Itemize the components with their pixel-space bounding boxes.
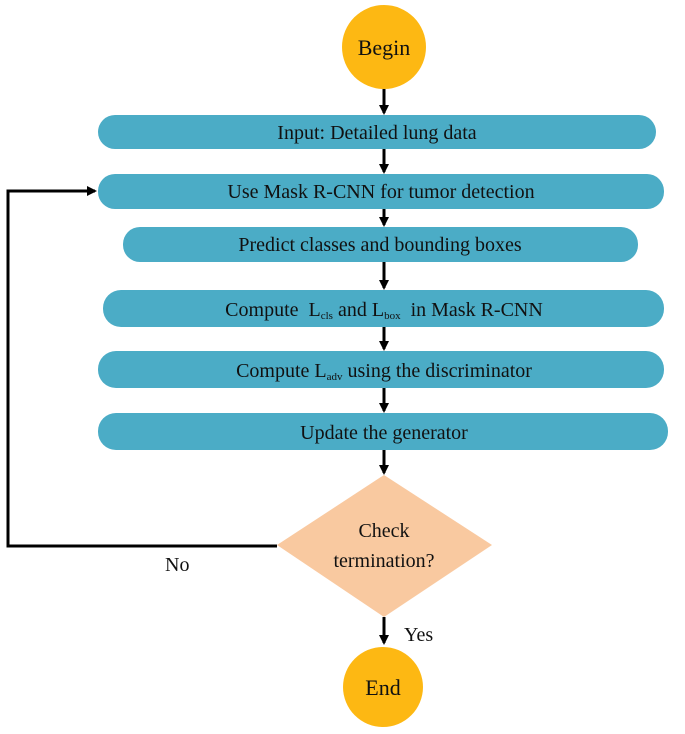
mask-box (98, 174, 664, 209)
arrow-no-loop (6, 186, 277, 548)
adv-box (98, 351, 664, 388)
loss-l2-sub: box (384, 310, 401, 322)
predict-node: Predict classes and bounding boxes (123, 227, 638, 262)
check-label-line1: Check (358, 520, 409, 542)
no-label: No (165, 554, 189, 576)
begin-circle (342, 5, 426, 89)
predict-label: Predict classes and bounding boxes (238, 234, 521, 256)
update-box (98, 413, 668, 450)
input-box (98, 115, 656, 149)
loss-suffix: in Mask R-CNN (401, 299, 543, 321)
input-label: Input: Detailed lung data (277, 122, 477, 144)
adv-label: Compute Ladv using the discriminator (236, 360, 532, 383)
loss-label: Compute Lcls and Lbox in Mask R-CNN (225, 299, 543, 322)
loss-box (103, 290, 664, 327)
update-node: Update the generator (98, 413, 668, 450)
end-label: End (365, 675, 400, 700)
loss-l2: L (372, 299, 384, 321)
loss-node: Compute Lcls and Lbox in Mask R-CNN (103, 290, 664, 327)
loss-l1-sub: cls (321, 310, 333, 322)
adv-prefix: Compute (236, 360, 314, 382)
check-node: Check termination? (277, 475, 492, 617)
update-label: Update the generator (300, 422, 468, 444)
end-circle (343, 647, 423, 727)
adv-l-sub: adv (327, 371, 343, 383)
input-node: Input: Detailed lung data (98, 115, 656, 149)
mask-label: Use Mask R-CNN for tumor detection (227, 181, 534, 203)
adv-node: Compute Ladv using the discriminator (98, 351, 664, 388)
check-label-line2: termination? (333, 550, 434, 572)
begin-label: Begin (358, 35, 411, 60)
adv-l: L (314, 360, 326, 382)
begin-node: Begin (342, 5, 426, 89)
mask-node: Use Mask R-CNN for tumor detection (98, 174, 664, 209)
loss-mid: and (333, 299, 372, 321)
check-diamond (277, 475, 492, 617)
predict-box (123, 227, 638, 262)
loss-l1: L (309, 299, 321, 321)
end-node: End (343, 647, 423, 727)
yes-label: Yes (404, 624, 433, 646)
loss-prefix: Compute (225, 299, 308, 321)
adv-suffix: using the discriminator (343, 360, 533, 382)
